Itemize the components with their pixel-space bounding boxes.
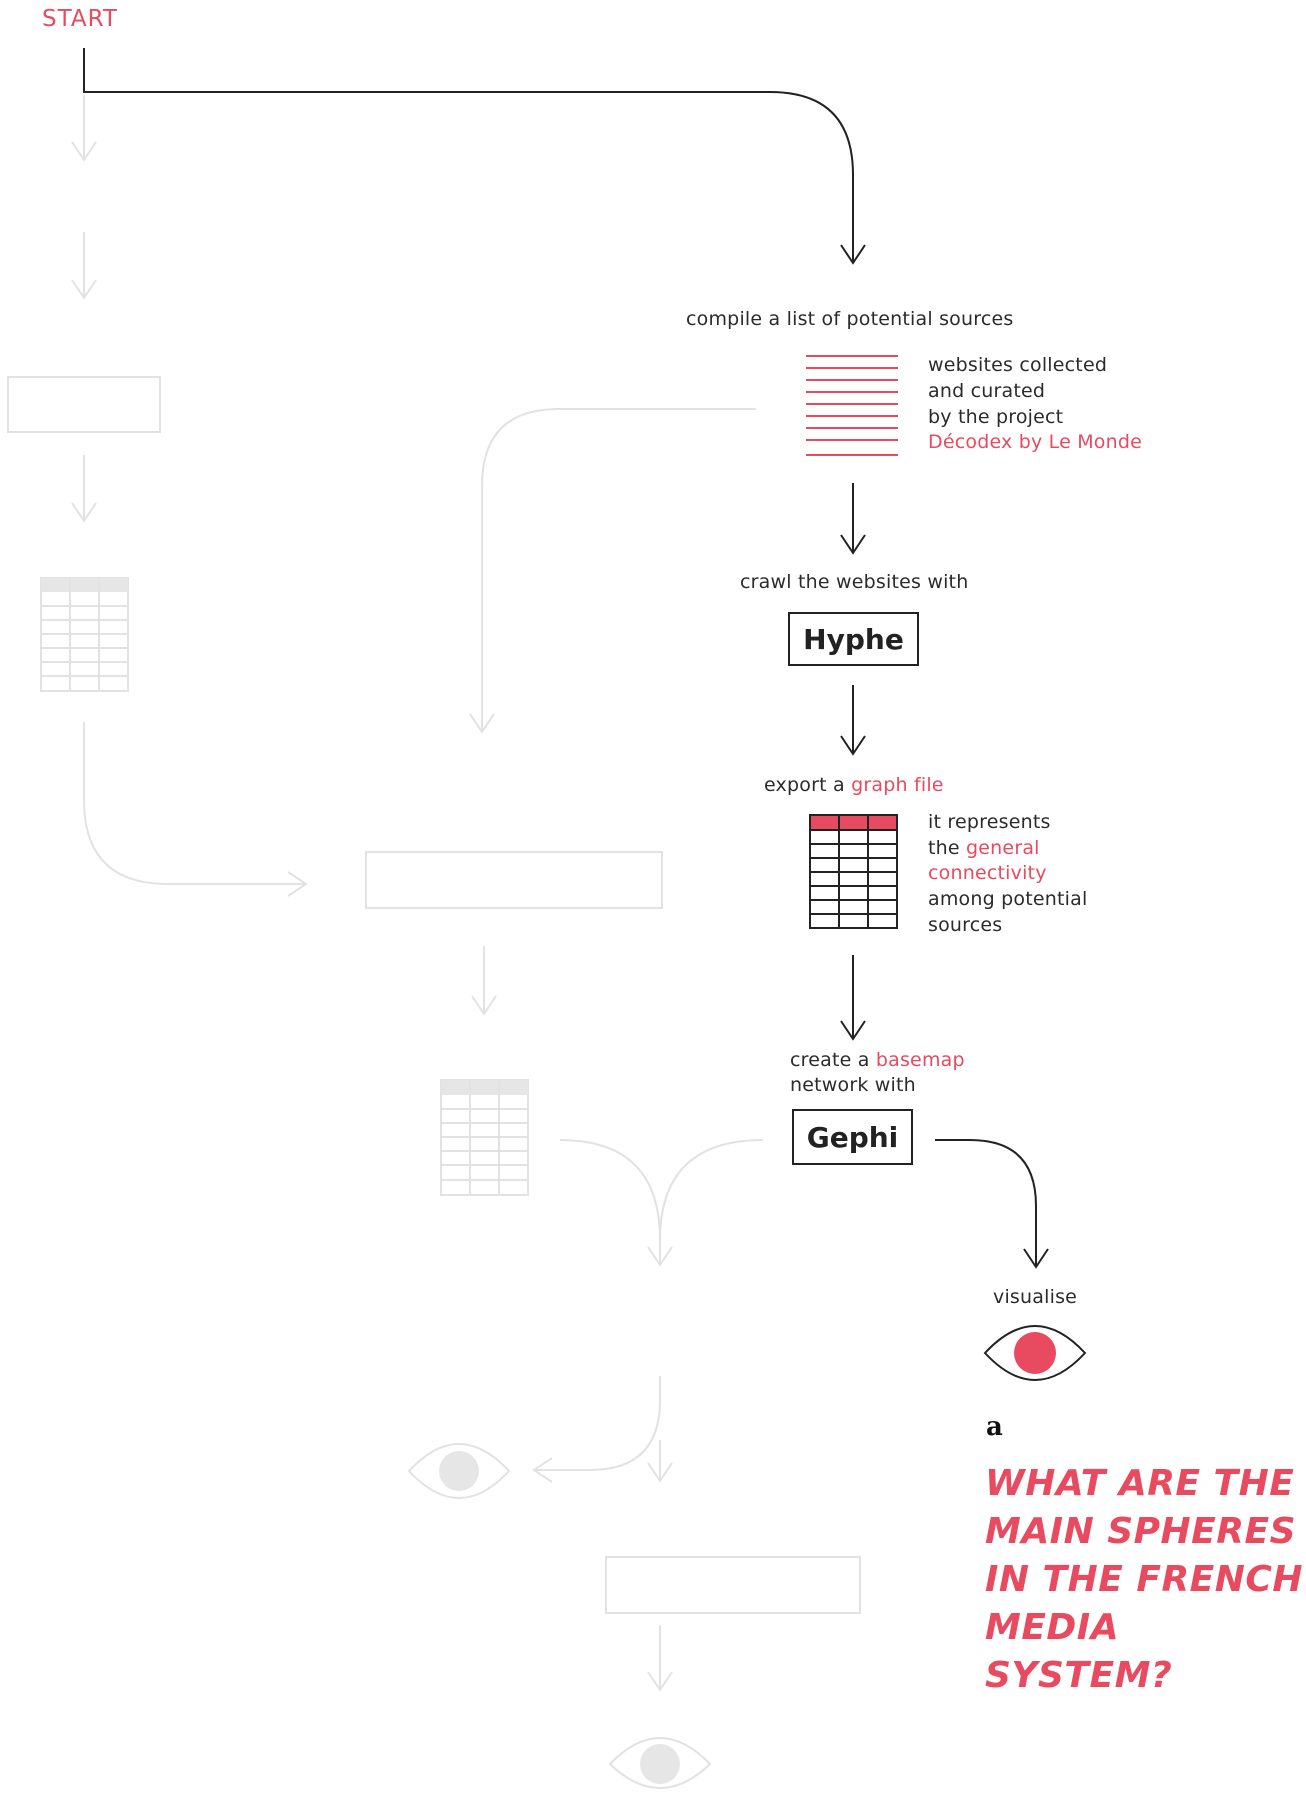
step-visualise: visualise — [993, 1286, 1078, 1308]
export-prefix: export a — [764, 774, 845, 796]
graph-note-line4: among potential — [928, 888, 1088, 910]
question-marker: a — [986, 1412, 1003, 1442]
active-layer — [83, 48, 1087, 1381]
list-icon — [806, 355, 898, 456]
graph-note-prefix: the — [928, 837, 960, 859]
basemap-highlight: basemap — [875, 1049, 965, 1071]
step-export: export a graph file — [764, 772, 944, 798]
graph-note-highlight-connectivity: connectivity — [928, 862, 1047, 884]
ghost-arrow-down-icon — [471, 946, 497, 1016]
ghost-arrow-down-icon — [71, 455, 97, 523]
gephi-to-visualise — [935, 1139, 1037, 1267]
ghost-arrowhead — [647, 1246, 673, 1267]
ghost-eye-icon — [407, 1443, 511, 1499]
arrow-down-icon — [840, 685, 866, 756]
graph-note-line5: sources — [928, 914, 1003, 936]
ghost-arrow-down-icon — [71, 232, 97, 300]
export-highlight: graph file — [851, 774, 944, 796]
ghost-arrowhead — [469, 713, 495, 734]
graph-note-highlight-general: general — [966, 837, 1040, 859]
question-line: MEDIA SYSTEM? — [985, 1607, 1173, 1696]
ghost-arrowhead — [287, 871, 308, 897]
ghost-arrow-down-icon — [647, 1625, 673, 1692]
arrowhead — [1023, 1248, 1049, 1269]
basemap-line2: network with — [790, 1074, 916, 1096]
step-crawl: crawl the websites with — [740, 571, 969, 593]
websites-note-line3: by the project — [928, 406, 1064, 428]
basemap-prefix: create a — [790, 1049, 870, 1071]
ghost-arrow-down-icon — [71, 95, 97, 162]
arrow-down-icon — [840, 955, 866, 1041]
start-label: START — [42, 6, 118, 32]
graph-note-line2: the general — [928, 835, 1040, 861]
ghost-table-icon — [40, 577, 129, 692]
ghost-box — [365, 851, 663, 909]
ghost-arrow-down-icon — [647, 1440, 673, 1483]
eye-icon — [983, 1325, 1087, 1381]
ghost-table-icon — [440, 1079, 529, 1196]
question-line: IN THE FRENCH — [985, 1559, 1303, 1600]
tool-hyphe: Hyphe — [788, 612, 919, 666]
question-line: WHAT ARE THE — [985, 1463, 1295, 1504]
table-icon — [809, 814, 898, 929]
ghost-box — [7, 376, 161, 433]
ghost-box — [605, 1556, 861, 1614]
ghost-curve-to-box — [83, 722, 306, 885]
ghost-merge-right — [659, 1139, 764, 1241]
ghost-branch — [534, 1376, 661, 1471]
research-question: WHAT ARE THE MAIN SPHERES IN THE FRENCH … — [985, 1460, 1305, 1700]
step-compile: compile a list of potential sources — [686, 308, 1014, 330]
websites-source-link: Décodex by Le Monde — [928, 431, 1143, 453]
tool-gephi: Gephi — [792, 1109, 913, 1165]
ghost-curve-from-list — [481, 408, 756, 732]
step-basemap: create a basemap — [790, 1047, 965, 1073]
arrow-down-icon — [840, 483, 866, 555]
ghost-arrowhead — [532, 1457, 553, 1483]
ghost-layer — [7, 95, 861, 1789]
websites-note-line2: and curated — [928, 380, 1046, 402]
start-connector — [83, 48, 854, 263]
ghost-merge-left — [559, 1139, 661, 1265]
ghost-eye-icon — [608, 1737, 712, 1789]
graph-note-line1: it represents — [928, 811, 1051, 833]
arrowhead — [840, 244, 866, 265]
websites-note-line1: websites collected — [928, 354, 1108, 376]
question-line: MAIN SPHERES — [985, 1511, 1297, 1552]
